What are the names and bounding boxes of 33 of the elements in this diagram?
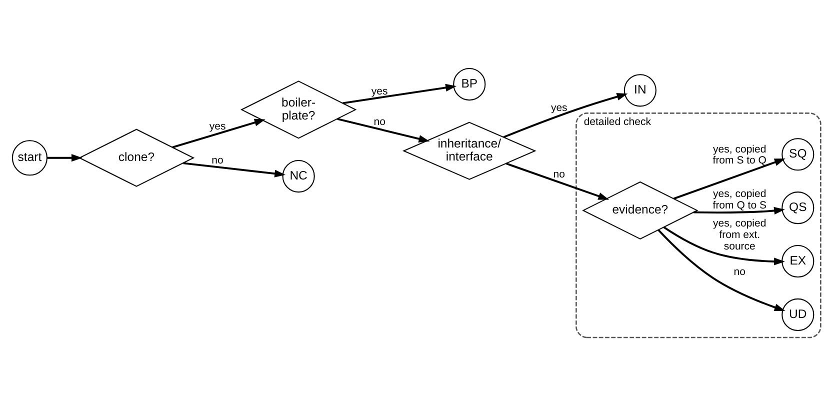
edge-label: yes xyxy=(550,102,568,114)
arrow xyxy=(506,162,610,200)
arrow xyxy=(658,228,786,311)
edge-label: no xyxy=(212,154,224,166)
arrow xyxy=(663,226,785,265)
arrow xyxy=(673,158,786,200)
arrow xyxy=(342,83,456,104)
node-circle: start xyxy=(12,140,48,176)
node-circle: IN xyxy=(624,74,656,106)
edge-label: no xyxy=(553,168,565,180)
arrow xyxy=(337,118,430,142)
node-circle: QS xyxy=(782,191,814,224)
arrow xyxy=(183,162,286,177)
node-diamond: evidence? xyxy=(582,180,698,239)
arrow xyxy=(694,206,785,214)
edge-label: yes xyxy=(371,84,388,97)
edge-label: yes xyxy=(209,120,226,132)
arrow xyxy=(172,118,266,148)
node-diamond: clone? xyxy=(78,128,195,186)
edge-label: no xyxy=(374,116,386,128)
node-diamond: boiler- plate? xyxy=(240,80,357,138)
node-circle: BP xyxy=(453,67,486,100)
edge-label: yes, copied from S to Q xyxy=(712,142,766,166)
node-circle: EX xyxy=(782,244,814,278)
arrow xyxy=(503,92,628,138)
node-circle: NC xyxy=(282,159,315,192)
edge-label: yes, copied from Q to S xyxy=(712,187,766,211)
node-diamond: inheritance/ interface xyxy=(402,121,536,180)
node-circle: SQ xyxy=(782,138,814,170)
edge-label: no xyxy=(734,265,746,278)
arrow xyxy=(47,154,82,162)
node-circle: UD xyxy=(782,298,814,330)
edge-label: yes, copied from ext. source xyxy=(713,217,766,252)
